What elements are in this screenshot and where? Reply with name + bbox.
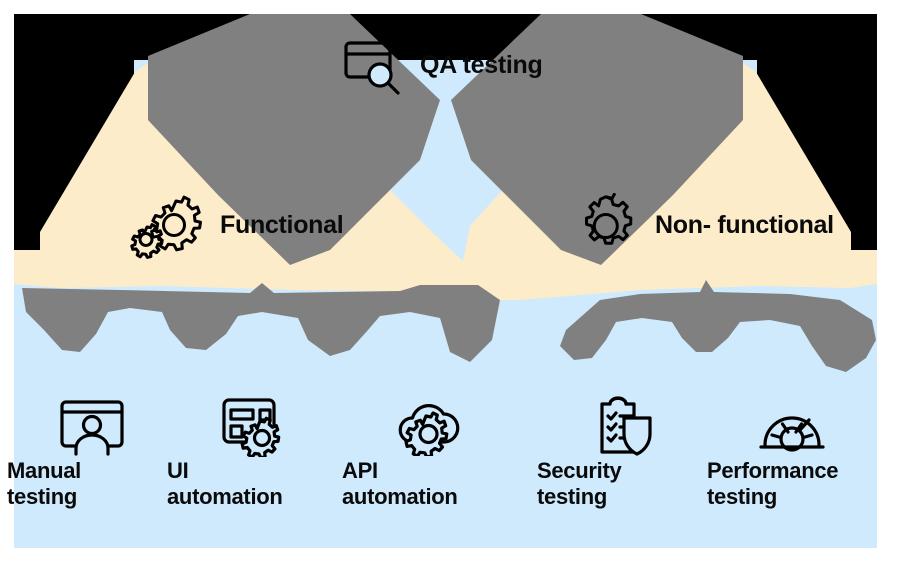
gear-icon xyxy=(575,193,637,259)
node-functional-label: Functional xyxy=(220,211,344,240)
browser-search-icon xyxy=(342,37,404,95)
connector-root-to-nonfunctional xyxy=(451,14,743,265)
connector-functional-to-leaves xyxy=(22,283,500,362)
node-functional[interactable]: Functional xyxy=(130,186,400,266)
connector-nonfunctional-to-leaves xyxy=(560,280,876,372)
double-gear-icon xyxy=(130,191,204,261)
node-non-functional[interactable]: Non- functional xyxy=(575,186,845,266)
node-qa-testing[interactable]: QA testing xyxy=(342,36,582,96)
node-qa-testing-label: QA testing xyxy=(420,51,543,80)
node-non-functional-label: Non- functional xyxy=(655,211,834,240)
